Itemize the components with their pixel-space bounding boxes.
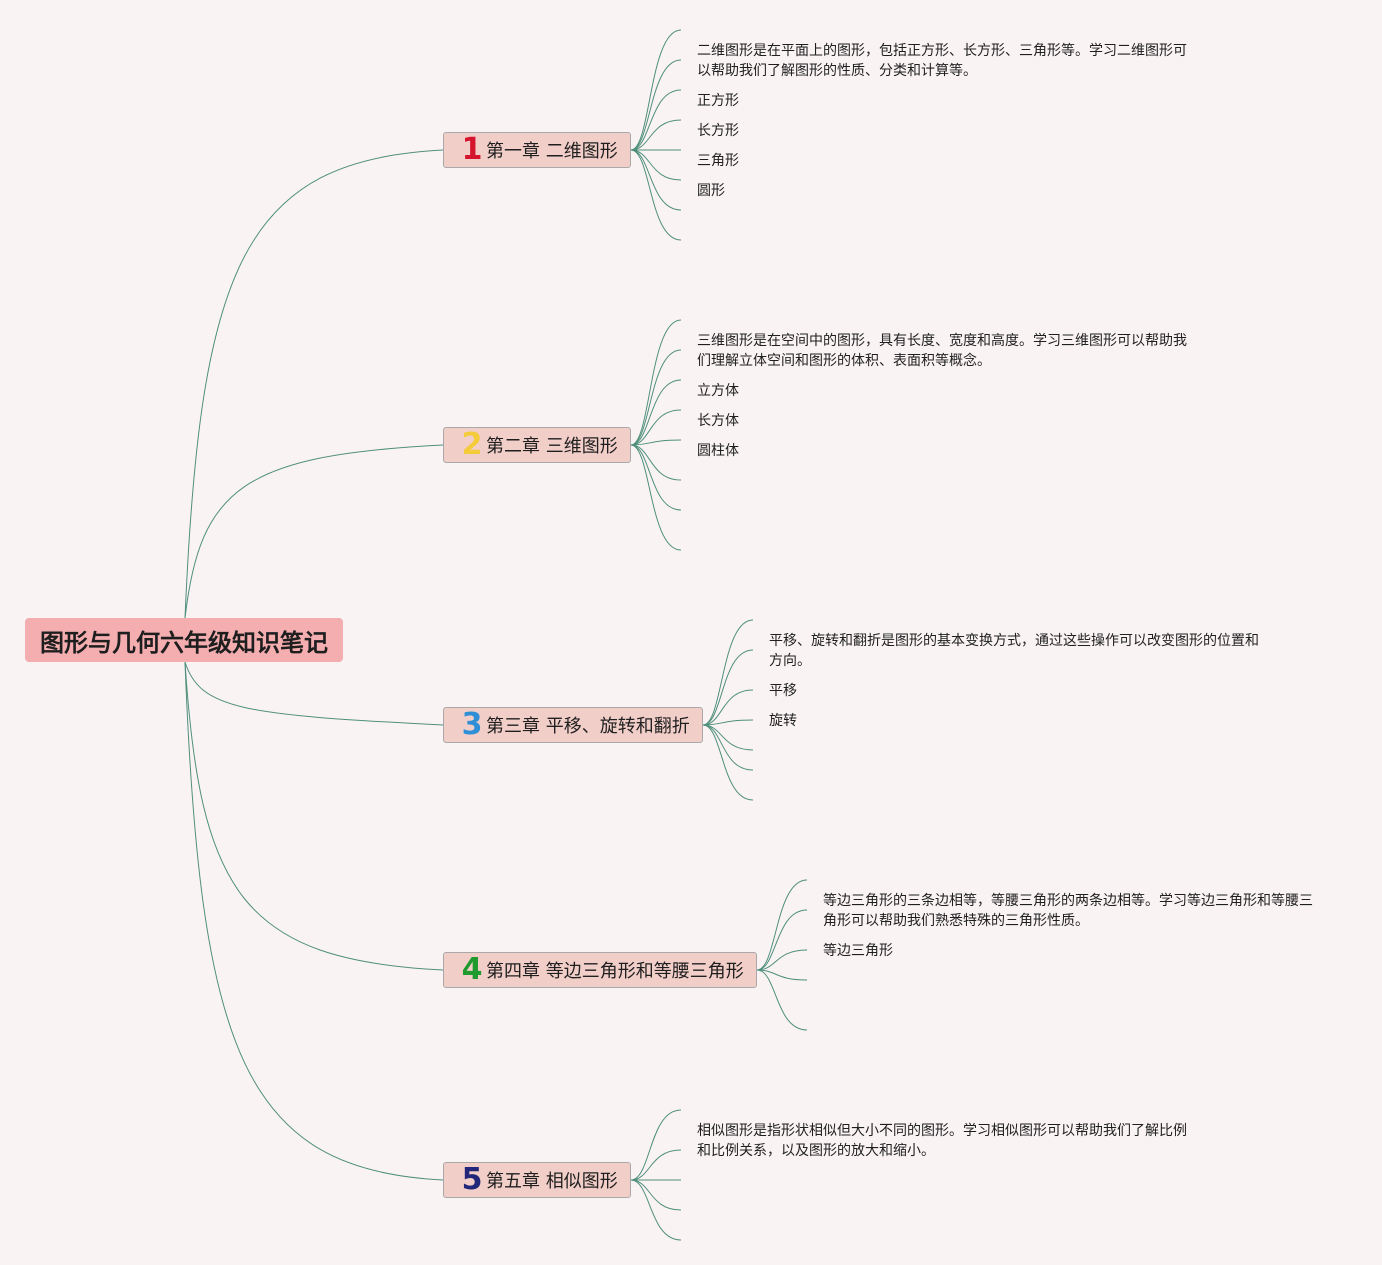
chapter-5-node[interactable]: 5 第五章 相似图形 [443, 1162, 631, 1198]
link-chapter-3-branch [702, 724, 754, 771]
chapter-4-description-line: 等边三角形的三条边相等，等腰三角形的两条边相等。学习等边三角形和等腰三 [823, 893, 1313, 909]
link-chapter-2-branch [630, 444, 682, 511]
leaf-square[interactable]: 正方形 [697, 93, 739, 109]
link-chapter-2-branch [630, 439, 682, 446]
link-root-chapter-3 [184, 661, 444, 726]
chapter-5-label: 第五章 相似图形 [486, 1171, 618, 1192]
link-root-chapter-2 [184, 444, 444, 619]
link-root-chapter-5 [184, 661, 444, 1181]
link-chapter-4-branch [756, 969, 808, 981]
chapter-4-description-line: 角形可以帮助我们熟悉特殊的三角形性质。 [823, 913, 1089, 929]
chapter-3-number-icon: 3 [461, 707, 483, 742]
chapter-5-description-line: 和比例关系，以及图形的放大和缩小。 [697, 1143, 935, 1159]
chapter-2-node[interactable]: 2 第二章 三维图形 [443, 427, 631, 463]
link-chapter-1-branch [630, 29, 682, 151]
link-chapter-4-branch [756, 909, 808, 971]
chapter-2-description-line: 们理解立体空间和图形的体积、表面积等概念。 [697, 353, 991, 369]
chapter-3-description-line: 平移、旋转和翻折是图形的基本变换方式，通过这些操作可以改变图形的位置和 [769, 633, 1259, 649]
chapter-4-description[interactable]: 等边三角形的三条边相等，等腰三角形的两条边相等。学习等边三角形和等腰三 角形可以… [823, 891, 1313, 931]
chapter-3-description[interactable]: 平移、旋转和翻折是图形的基本变换方式，通过这些操作可以改变图形的位置和 方向。 [769, 631, 1259, 671]
chapter-4-number-icon: 4 [461, 952, 483, 987]
chapter-3-label: 第三章 平移、旋转和翻折 [486, 716, 690, 737]
link-chapter-1-branch [630, 149, 682, 211]
link-chapter-2-branch [630, 319, 682, 446]
leaf-cube[interactable]: 立方体 [697, 383, 739, 399]
chapter-1-label: 第一章 二维图形 [486, 141, 618, 162]
chapter-1-number-icon: 1 [461, 132, 483, 167]
link-chapter-2-branch [630, 444, 682, 481]
chapter-5-description[interactable]: 相似图形是指形状相似但大小不同的图形。学习相似图形可以帮助我们了解比例 和比例关… [697, 1121, 1187, 1161]
link-chapter-3-branch [702, 719, 754, 726]
chapter-2-label: 第二章 三维图形 [486, 436, 618, 457]
chapter-2-description-line: 三维图形是在空间中的图形，具有长度、宽度和高度。学习三维图形可以帮助我 [697, 333, 1187, 349]
leaf-rotation[interactable]: 旋转 [769, 713, 797, 729]
link-chapter-5-branch [630, 1109, 682, 1181]
chapter-3-node[interactable]: 3 第三章 平移、旋转和翻折 [443, 707, 703, 743]
leaf-cuboid[interactable]: 长方体 [697, 413, 739, 429]
root-topic[interactable]: 图形与几何六年级知识笔记 [25, 618, 343, 662]
chapter-1-description[interactable]: 二维图形是在平面上的图形，包括正方形、长方形、三角形等。学习二维图形可 以帮助我… [697, 41, 1187, 81]
link-chapter-1-branch [630, 89, 682, 151]
link-chapter-2-branch [630, 444, 682, 551]
link-chapter-5-branch [630, 1179, 682, 1211]
leaf-translation[interactable]: 平移 [769, 683, 797, 699]
chapter-1-description-line: 二维图形是在平面上的图形，包括正方形、长方形、三角形等。学习二维图形可 [697, 43, 1187, 59]
chapter-2-number-icon: 2 [461, 427, 483, 462]
link-root-chapter-1 [184, 149, 444, 619]
link-chapter-1-branch [630, 59, 682, 151]
link-chapter-1-branch [630, 149, 682, 181]
link-chapter-2-branch [630, 409, 682, 446]
chapter-4-label: 第四章 等边三角形和等腰三角形 [486, 961, 744, 982]
leaf-cylinder[interactable]: 圆柱体 [697, 443, 739, 459]
link-chapter-5-branch [630, 1179, 682, 1241]
chapter-4-node[interactable]: 4 第四章 等边三角形和等腰三角形 [443, 952, 757, 988]
link-chapter-3-branch [702, 689, 754, 726]
link-chapter-3-branch [702, 619, 754, 726]
link-root-chapter-4 [184, 661, 444, 971]
chapter-5-description-line: 相似图形是指形状相似但大小不同的图形。学习相似图形可以帮助我们了解比例 [697, 1123, 1187, 1139]
link-chapter-3-branch [702, 724, 754, 801]
chapter-2-description[interactable]: 三维图形是在空间中的图形，具有长度、宽度和高度。学习三维图形可以帮助我 们理解立… [697, 331, 1187, 371]
leaf-triangle[interactable]: 三角形 [697, 153, 739, 169]
link-chapter-4-branch [756, 949, 808, 971]
link-chapter-2-branch [630, 349, 682, 446]
root-title: 图形与几何六年级知识笔记 [40, 628, 328, 657]
link-chapter-4-branch [756, 969, 808, 1031]
leaf-circle[interactable]: 圆形 [697, 183, 725, 199]
link-chapter-2-branch [630, 379, 682, 446]
link-chapter-4-branch [756, 879, 808, 971]
chapter-3-description-line: 方向。 [769, 653, 811, 669]
link-chapter-5-branch [630, 1149, 682, 1181]
leaf-equilateral-triangle[interactable]: 等边三角形 [823, 943, 893, 959]
leaf-rectangle[interactable]: 长方形 [697, 123, 739, 139]
chapter-1-node[interactable]: 1 第一章 二维图形 [443, 132, 631, 168]
link-chapter-1-branch [630, 119, 682, 151]
chapter-5-number-icon: 5 [461, 1162, 483, 1197]
link-chapter-1-branch [630, 149, 682, 241]
link-chapter-3-branch [702, 649, 754, 726]
chapter-1-description-line: 以帮助我们了解图形的性质、分类和计算等。 [697, 63, 977, 79]
